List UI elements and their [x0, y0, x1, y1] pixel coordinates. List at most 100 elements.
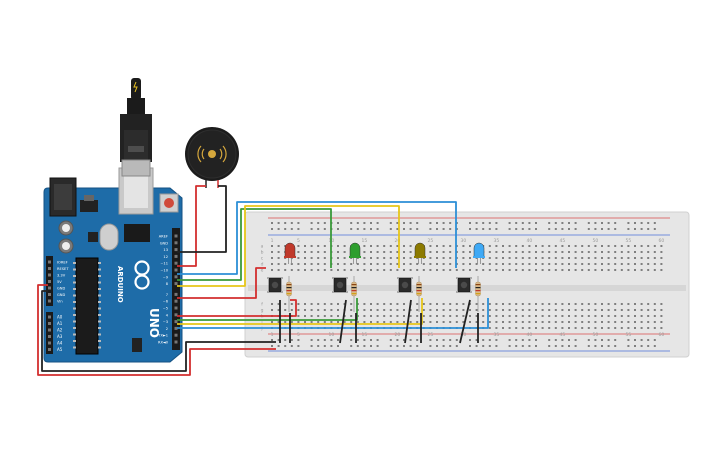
wire-5v-rail[interactable] [37, 284, 276, 376]
digital-pin[interactable] [174, 248, 178, 252]
digital-pin[interactable] [174, 292, 178, 296]
led-red[interactable] [284, 242, 296, 264]
breadboard-hole [660, 321, 663, 323]
breadboard-hole [462, 245, 465, 247]
digital-pin[interactable] [174, 313, 178, 317]
breadboard-hole [317, 263, 320, 265]
digital-pin[interactable] [174, 326, 178, 330]
wire-yellow-button[interactable] [177, 205, 400, 287]
digital-pin[interactable] [174, 333, 178, 337]
pushbutton-cap[interactable] [401, 281, 409, 289]
wire-yellow-led[interactable] [177, 298, 423, 325]
pushbutton-leg [267, 277, 269, 279]
digital-pin[interactable] [174, 340, 178, 344]
wire-red-led[interactable] [177, 299, 297, 317]
digital-pin[interactable] [174, 241, 178, 245]
power-pin[interactable] [48, 280, 51, 283]
resistor-2[interactable] [351, 276, 357, 312]
breadboard-hole [561, 321, 564, 323]
pushbutton-cap[interactable] [460, 281, 468, 289]
digital-pin[interactable] [174, 306, 178, 310]
resistor-3[interactable] [416, 276, 422, 312]
analog-pin[interactable] [48, 322, 51, 325]
led-blue[interactable] [473, 242, 485, 264]
components[interactable] [267, 242, 485, 312]
pushbutton-1[interactable] [267, 277, 283, 293]
arduino-uno-board[interactable]: ARDUINO UNO AREFGND1312~11~10~987~6~54~3… [43, 167, 183, 363]
rail-hole [297, 228, 300, 230]
power-pin[interactable] [48, 260, 51, 264]
column-number-top: 40 [527, 238, 533, 244]
digital-pin[interactable] [174, 320, 178, 324]
breadboard-hole [403, 251, 405, 253]
power-pin[interactable] [48, 273, 51, 277]
reset-button-cap[interactable] [164, 198, 174, 208]
wire-gnd-button-3[interactable] [404, 299, 412, 344]
breadboard-hole [568, 309, 570, 311]
digital-pin[interactable] [174, 254, 178, 258]
digital-pin[interactable] [174, 282, 178, 286]
power-pin[interactable] [48, 267, 51, 270]
breadboard-hole [574, 251, 577, 253]
wire-blue-button[interactable] [177, 201, 457, 275]
pushbutton-cap[interactable] [336, 281, 344, 289]
column-number-bottom: 15 [362, 332, 368, 338]
breadboard-hole [383, 269, 386, 271]
rail-hole [376, 345, 379, 347]
breadboard-hole [429, 269, 432, 271]
rail-hole [436, 345, 438, 347]
power-pin[interactable] [48, 293, 51, 296]
analog-pin[interactable] [48, 328, 51, 332]
wire-green-button[interactable] [177, 208, 332, 281]
wire-gnd-rail[interactable] [41, 290, 276, 372]
breadboard-hole [389, 309, 392, 311]
breadboard-hole [640, 309, 643, 311]
usb-cable[interactable] [120, 78, 152, 177]
digital-pin-header[interactable] [172, 228, 180, 350]
breadboard-hole [422, 269, 425, 271]
rail-hole [416, 222, 419, 224]
piezo-buzzer[interactable] [185, 127, 239, 188]
pushbutton-cap[interactable] [271, 281, 279, 289]
digital-pin[interactable] [174, 234, 178, 238]
wire-gnd-button-2[interactable] [339, 299, 347, 344]
breadboard-hole [436, 251, 438, 253]
resistor-1[interactable] [286, 276, 292, 312]
analog-pin[interactable] [48, 315, 51, 319]
breadboard-hole [548, 327, 551, 329]
wire-gnd-button-4[interactable] [459, 299, 471, 344]
wires[interactable] [37, 185, 489, 376]
digital-pin[interactable] [174, 268, 178, 272]
digital-pin[interactable] [174, 261, 178, 265]
pushbutton-2[interactable] [332, 277, 348, 293]
wire-buzzer-ground[interactable] [177, 185, 227, 253]
column-number-top: 55 [626, 238, 632, 244]
breadboard-hole [455, 309, 458, 311]
rail-hole [640, 228, 643, 230]
led-green[interactable] [349, 242, 361, 264]
pushbutton-4[interactable] [456, 277, 472, 293]
breadboard-hole [594, 327, 597, 329]
rail-hole [495, 345, 498, 347]
power-pin-header[interactable] [46, 256, 53, 306]
analog-pin[interactable] [48, 341, 51, 345]
led-yellow[interactable] [414, 242, 426, 264]
wire-red-button[interactable] [177, 267, 266, 299]
breadboard-hole [403, 309, 405, 311]
pushbutton-3[interactable] [397, 277, 413, 293]
power-pin[interactable] [48, 286, 51, 290]
rail-hole [290, 228, 293, 230]
breadboard-hole [350, 269, 353, 271]
analog-pin[interactable] [48, 348, 51, 351]
breadboard-hole [475, 263, 478, 265]
wire-green-led[interactable] [177, 298, 358, 321]
wire-buzzer-positive[interactable] [177, 185, 206, 267]
analog-pin[interactable] [48, 335, 51, 338]
rail-hole [482, 222, 485, 224]
digital-pin[interactable] [174, 299, 178, 303]
digital-pin[interactable] [174, 275, 178, 279]
analog-pin-header[interactable] [46, 312, 53, 354]
resistor-4[interactable] [475, 276, 481, 312]
power-pin[interactable] [48, 299, 51, 303]
breadboard-hole [495, 303, 498, 305]
